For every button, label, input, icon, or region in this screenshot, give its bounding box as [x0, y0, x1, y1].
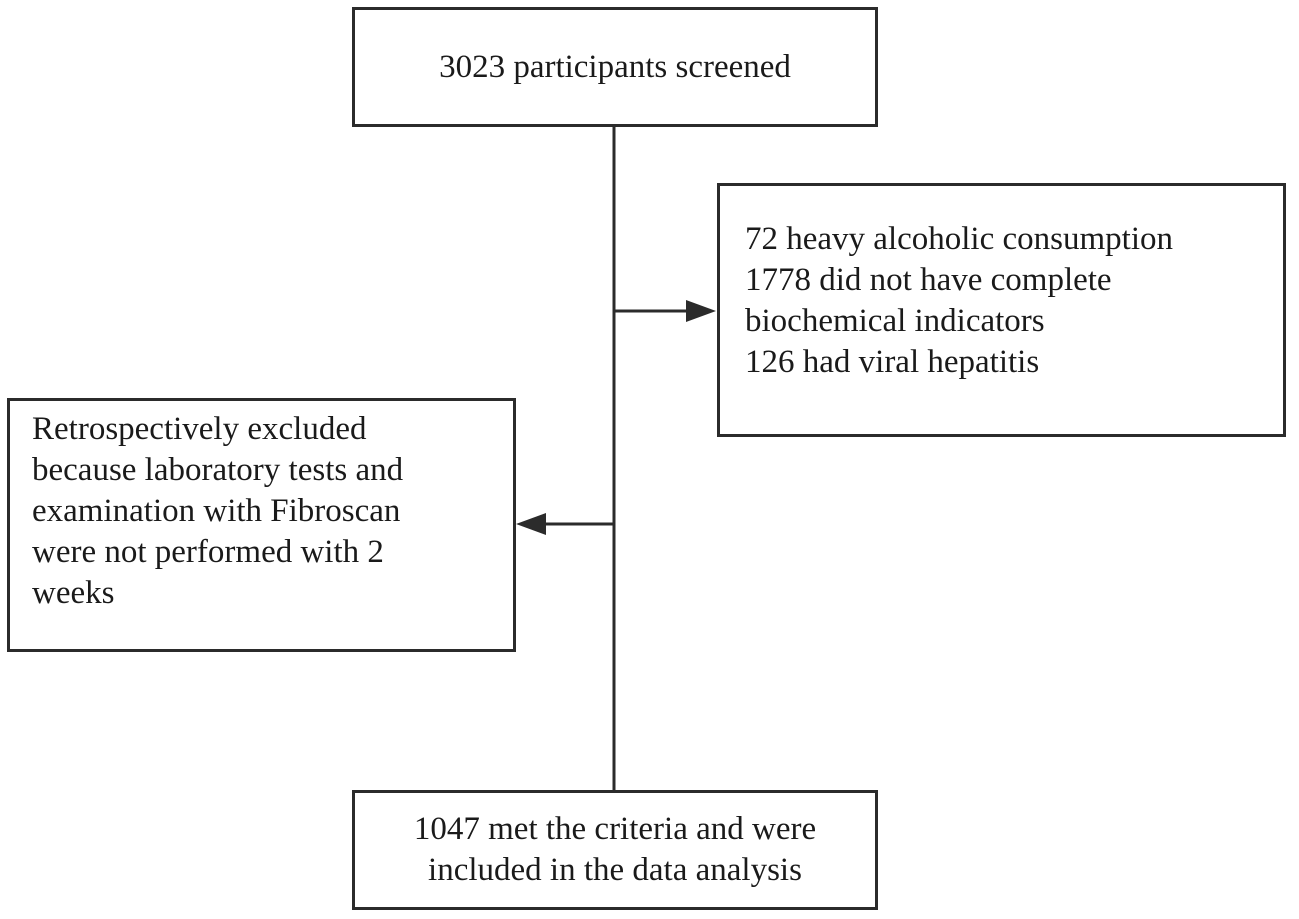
node-screened: 3023 participants screened — [352, 7, 878, 127]
retro-line-4: were not performed with 2 — [32, 534, 384, 570]
arrowhead-right — [686, 300, 716, 322]
retro-line-2: because laboratory tests and — [32, 452, 404, 488]
node-final: 1047 met the criteria and were included … — [352, 790, 878, 910]
final-line-2: included in the data analysis — [428, 852, 802, 888]
node-exclusions: 72 heavy alcoholic consumption 1778 did … — [717, 183, 1286, 437]
retro-line-3: examination with Fibroscan — [32, 493, 401, 529]
final-line-1: 1047 met the criteria and were — [413, 811, 817, 847]
exclusion-biochem-1: 1778 did not have complete — [745, 262, 1112, 298]
retro-line-5: weeks — [32, 575, 115, 611]
node-screened-text: 3023 participants screened — [439, 48, 791, 85]
exclusion-alcohol: 72 heavy alcoholic consumption — [745, 221, 1173, 257]
arrowhead-left — [516, 513, 546, 535]
retro-line-1: Retrospectively excluded — [32, 411, 367, 447]
node-retrospective: Retrospectively excluded because laborat… — [7, 398, 516, 652]
exclusion-hepatitis: 126 had viral hepatitis — [745, 344, 1040, 380]
exclusion-biochem-2: biochemical indicators — [745, 303, 1045, 339]
